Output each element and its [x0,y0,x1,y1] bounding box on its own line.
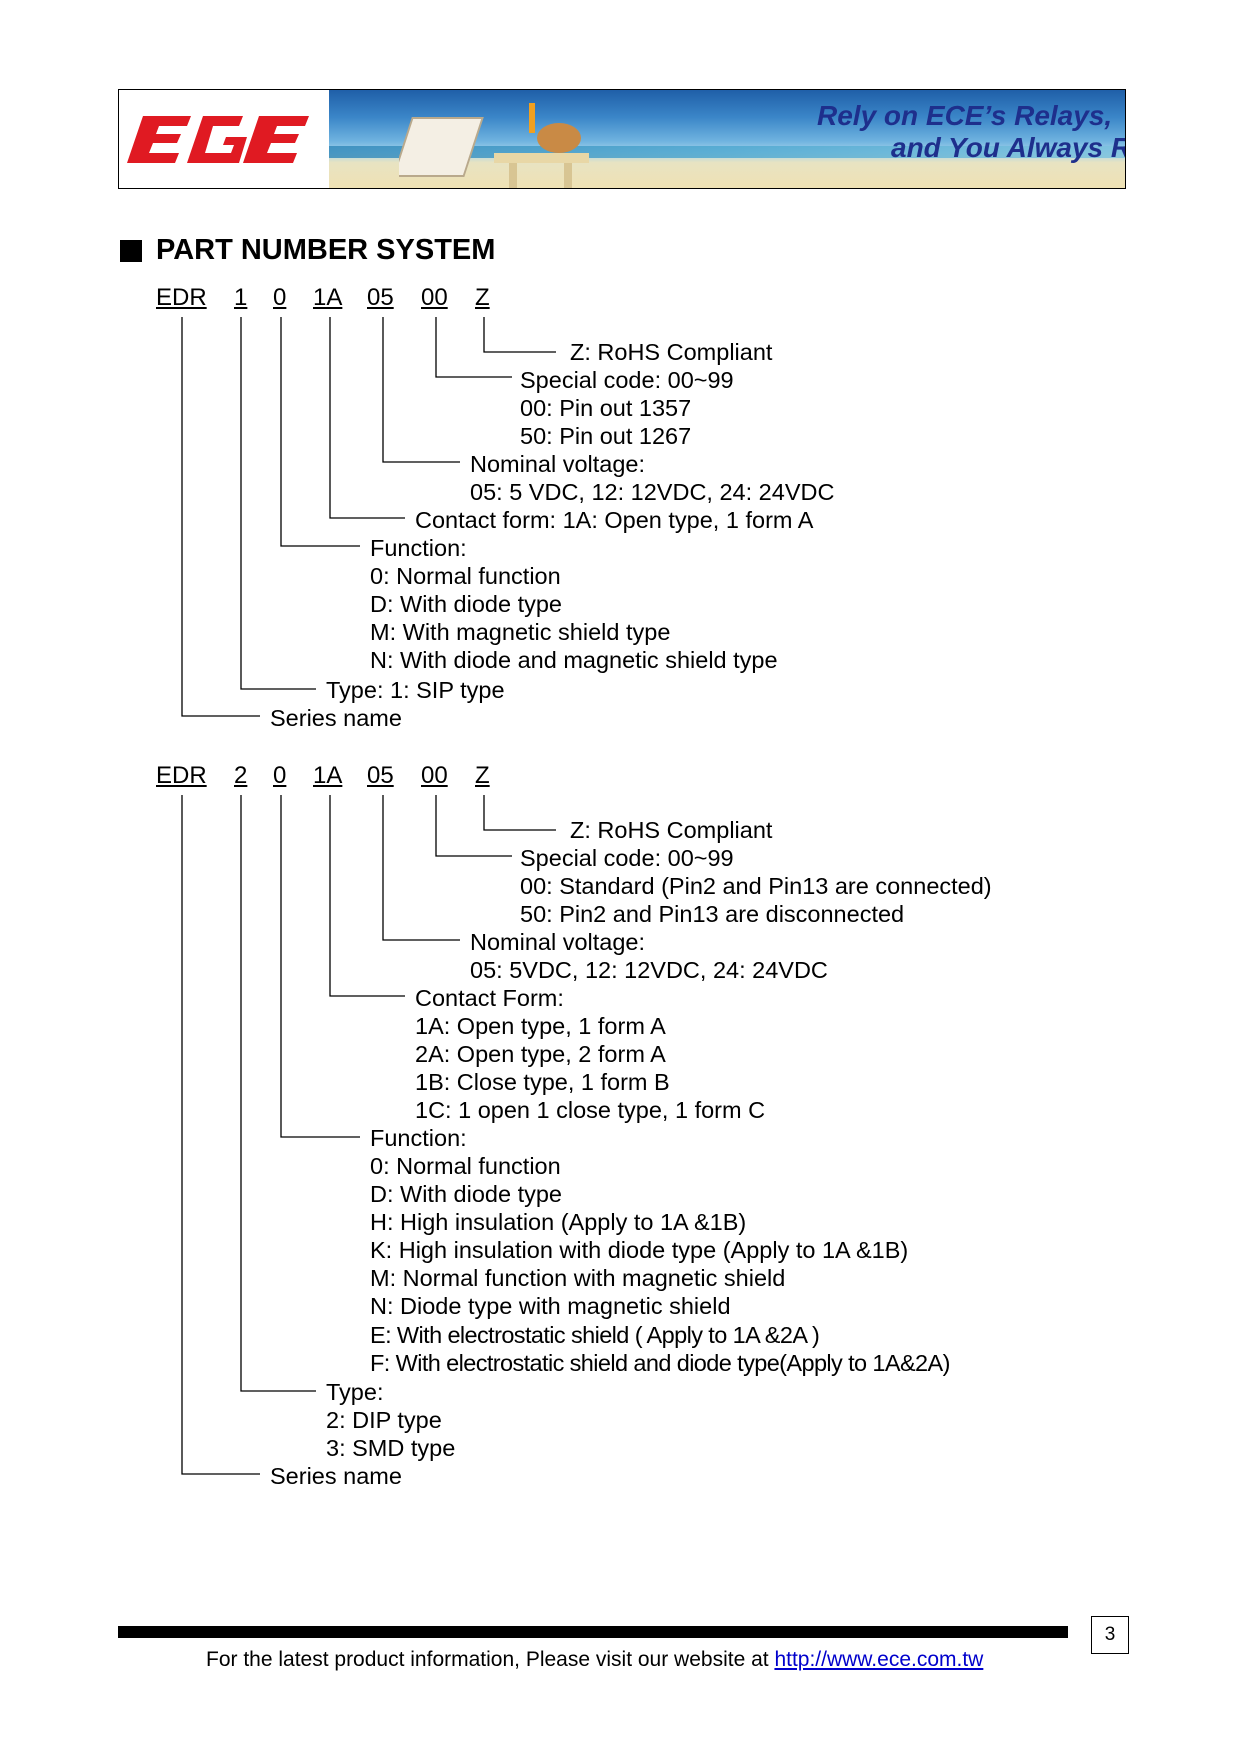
slogan-line-1: Rely on ECE’s Relays, [817,100,1113,131]
desc-line: Type: [326,1379,384,1405]
desc-line: E: With electrostatic shield ( Apply to … [370,1322,820,1348]
desc-line: 05: 5 VDC, 12: 12VDC, 24: 24VDC [470,479,835,505]
desc-line: 1B: Close type, 1 form B [415,1069,670,1095]
block2-connectors [181,795,556,1475]
code-series: EDR [156,284,207,311]
code-voltage: 05 [367,762,394,789]
desc-line: Contact form: 1A: Open type, 1 form A [415,507,814,533]
footer-note: For the latest product information, Plea… [206,1648,983,1672]
desc-line: Series name [270,705,402,731]
desc-line: 00: Standard (Pin2 and Pin13 are connect… [520,873,992,899]
footer-text: For the latest product information, Plea… [206,1648,775,1671]
code-rohs: Z [475,762,490,789]
desc-line: Z: RoHS Compliant [570,339,773,365]
desc-line: 05: 5VDC, 12: 12VDC, 24: 24VDC [470,957,828,983]
code-contact-form: 1A [313,762,343,789]
slogan-line-2: and You Always Relax! [891,132,1125,163]
desc-line: M: Normal function with magnetic shield [370,1265,786,1291]
code-series: EDR [156,762,207,789]
desc-line: Special code: 00~99 [520,845,734,871]
page-number: 3 [1091,1616,1129,1654]
ece-logo-graphic [127,116,309,163]
section-title: PART NUMBER SYSTEM [156,234,496,266]
desc-line: 50: Pin out 1267 [520,423,692,449]
beach-scene-image: Rely on ECE’s Relays, and You Always Rel… [329,90,1125,188]
desc-line: Nominal voltage: [470,451,646,477]
desc-line: Function: [370,1125,467,1151]
ece-logo [119,90,329,188]
code-special: 00 [421,762,448,789]
block1-connectors [181,317,556,717]
desc-line: 1A: Open type, 1 form A [415,1013,666,1039]
code-contact-form: 1A [313,284,343,311]
desc-line: Series name [270,1463,402,1489]
desc-line: 1C: 1 open 1 close type, 1 form C [415,1097,766,1123]
code-voltage: 05 [367,284,394,311]
website-link[interactable]: http://www.ece.com.tw [774,1648,984,1671]
title-bullet-square [120,240,142,262]
desc-line: N: Diode type with magnetic shield [370,1293,731,1319]
desc-line: H: High insulation (Apply to 1A &1B) [370,1209,747,1235]
desc-line: K: High insulation with diode type (Appl… [370,1237,909,1263]
code-function: 0 [273,762,287,789]
code-function: 0 [273,284,287,311]
desc-line: Contact Form: [415,985,564,1011]
desc-line: Function: [370,535,467,561]
desc-line: 2: DIP type [326,1407,442,1433]
desc-line: Type: 1: SIP type [326,677,505,703]
desc-line: 00: Pin out 1357 [520,395,692,421]
desc-line: D: With diode type [370,591,563,617]
code-type: 1 [234,284,248,311]
header-banner: Rely on ECE’s Relays, and You Always Rel… [118,89,1126,189]
desc-line: Z: RoHS Compliant [570,817,773,843]
desc-line: 0: Normal function [370,1153,561,1179]
desc-line: Nominal voltage: [470,929,646,955]
beach-chair-illustration [399,103,589,188]
desc-line: Special code: 00~99 [520,367,734,393]
desc-line: 50: Pin2 and Pin13 are disconnected [520,901,905,927]
desc-line: D: With diode type [370,1181,563,1207]
desc-line: N: With diode and magnetic shield type [370,647,778,673]
desc-line: M: With magnetic shield type [370,619,671,645]
desc-line: 3: SMD type [326,1435,456,1461]
desc-line: 2A: Open type, 2 form A [415,1041,666,1067]
desc-line: F: With electrostatic shield and diode t… [370,1350,950,1376]
code-type: 2 [234,762,248,789]
footer-rule [118,1626,1068,1638]
code-special: 00 [421,284,448,311]
code-rohs: Z [475,284,490,311]
desc-line: 0: Normal function [370,563,561,589]
